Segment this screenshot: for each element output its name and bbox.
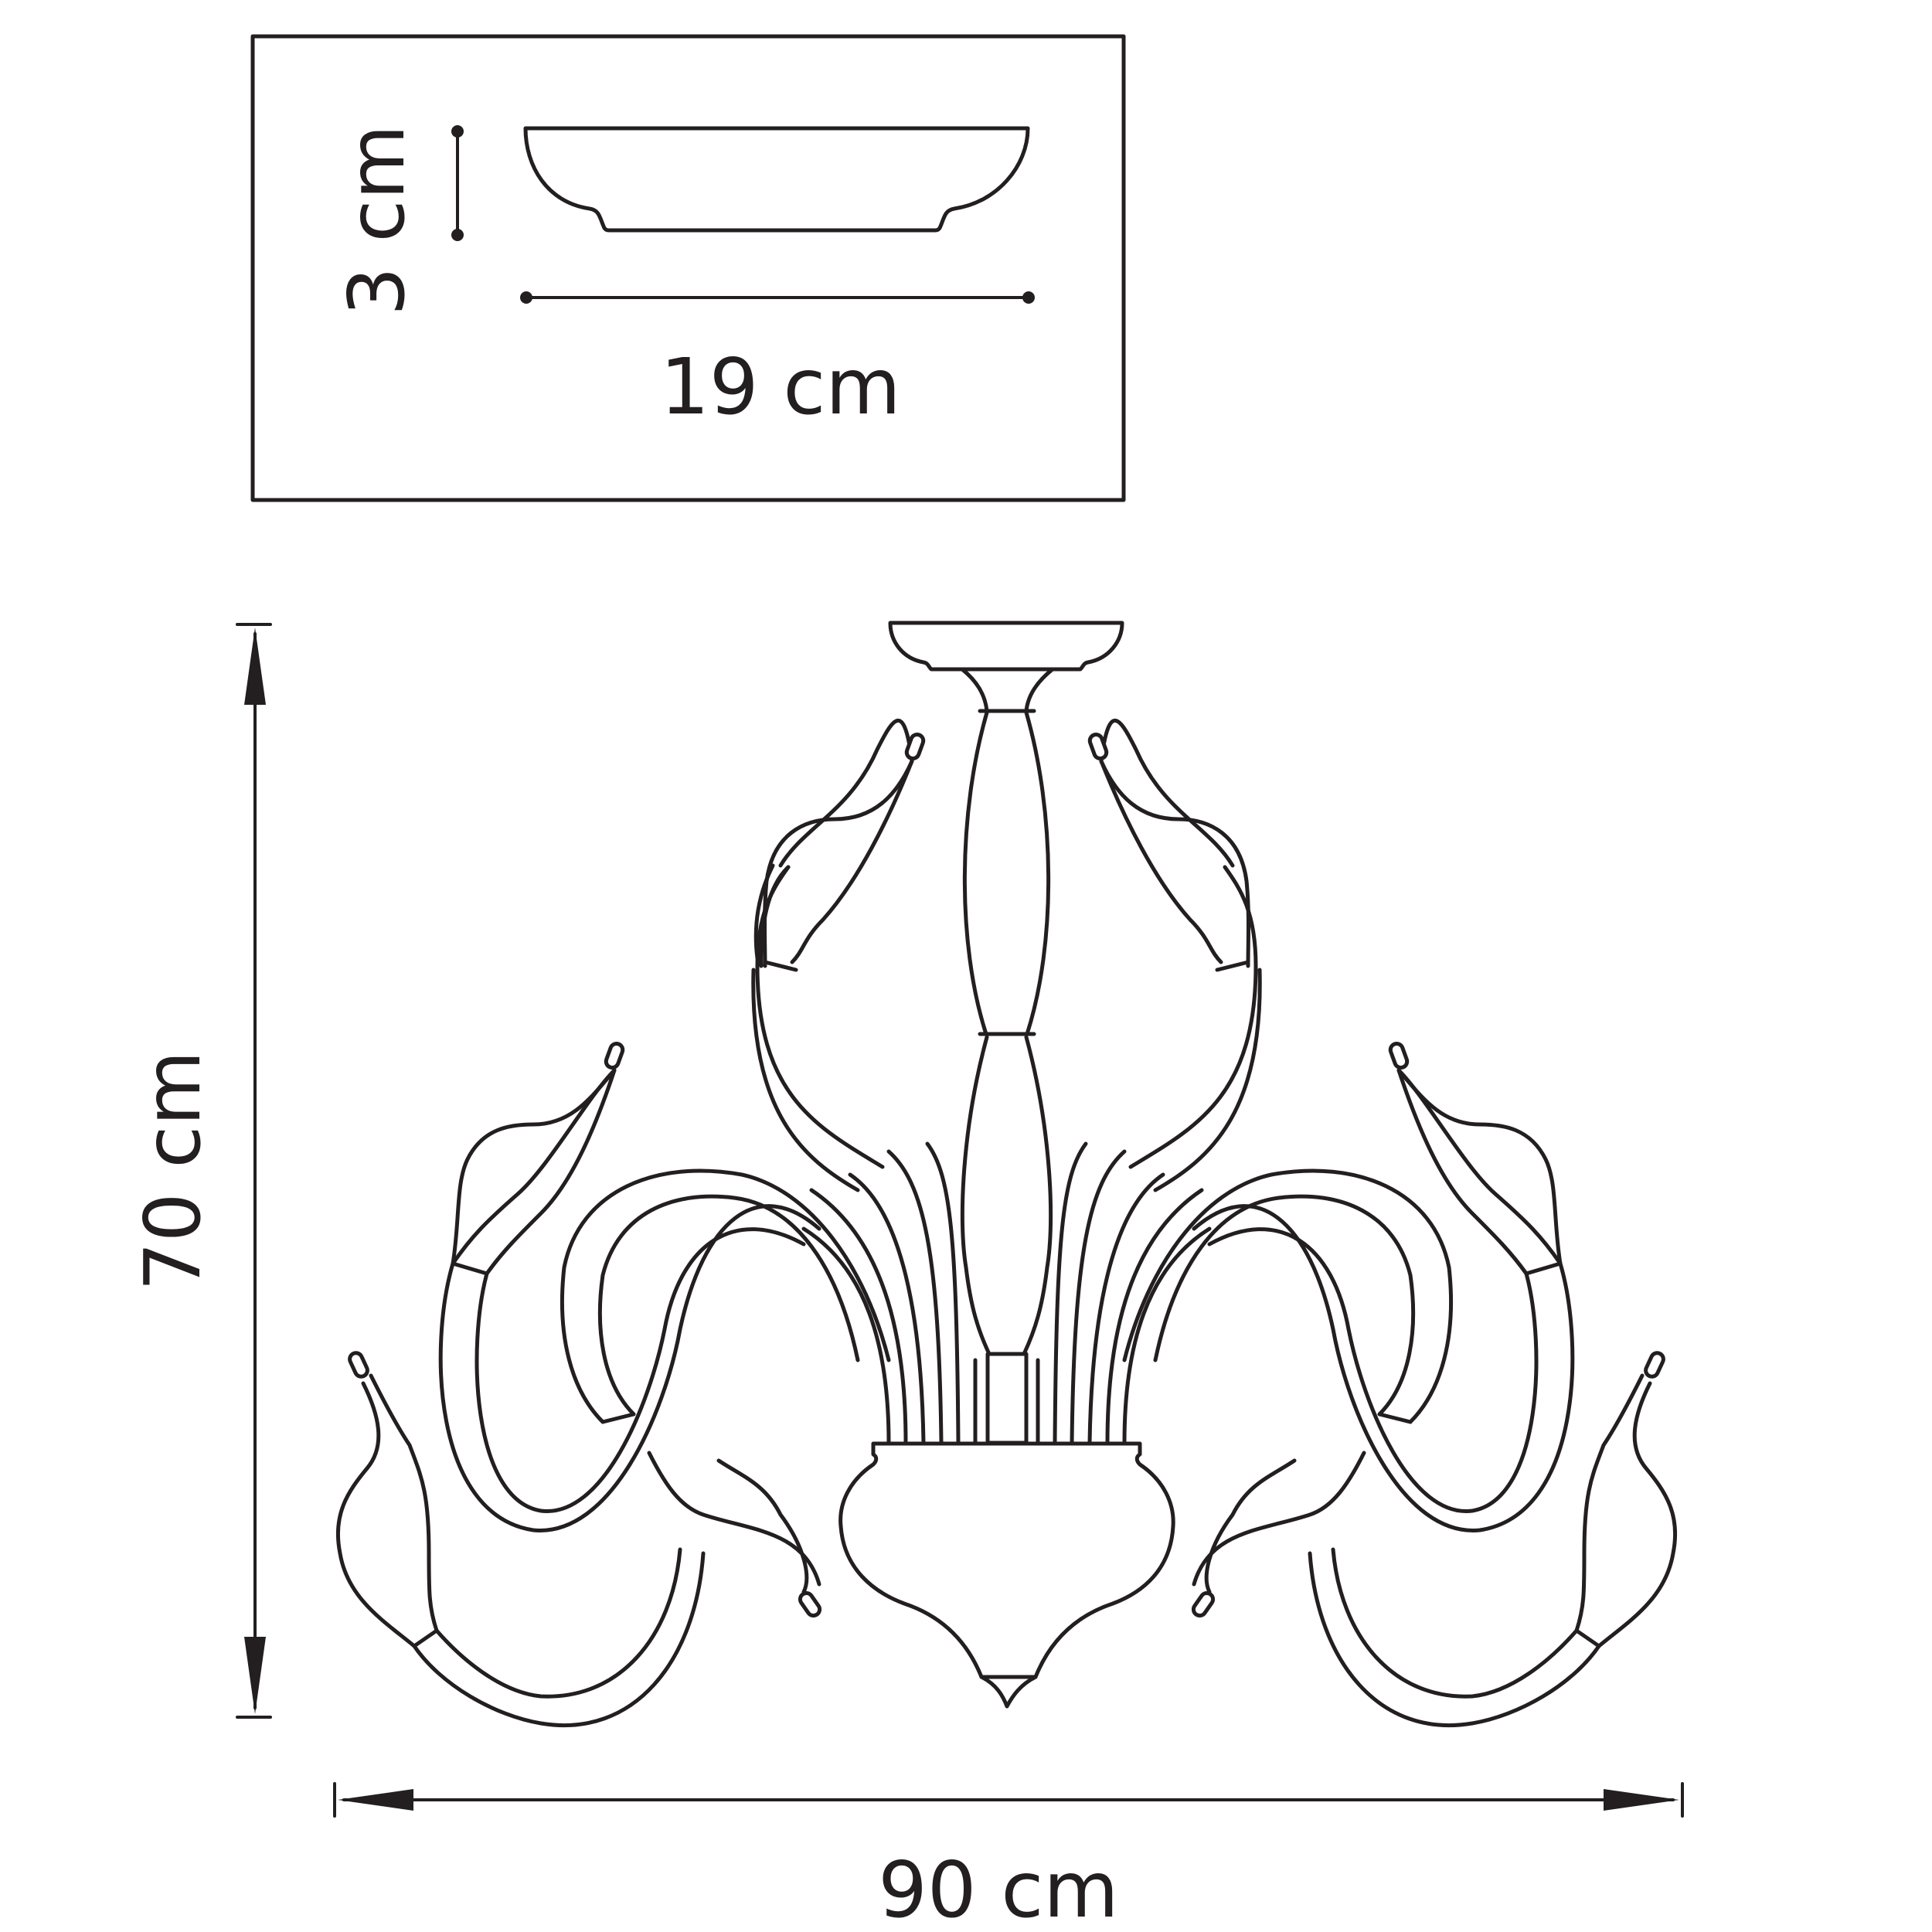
arm-right-lower <box>1308 1351 1678 1727</box>
arm-left-lower <box>335 1351 706 1727</box>
central-column <box>962 710 989 1036</box>
chandelier-drawing <box>335 621 1678 1727</box>
arm-left-middle <box>438 1041 821 1532</box>
canopy-height-label: 3 cm <box>332 124 422 316</box>
chandelier-body <box>838 1441 1175 1679</box>
arm-left-bowl-loop <box>560 1168 891 1618</box>
height-label: 70 cm <box>128 1050 218 1291</box>
detail-frame <box>250 34 1126 502</box>
height-dimension: 70 cm <box>128 623 272 1719</box>
arm-left-upper <box>751 719 926 1192</box>
canopy-width-label: 19 cm <box>660 342 900 432</box>
ceiling-canopy <box>888 621 1124 672</box>
canopy-width-dimension: 19 cm <box>520 291 1035 432</box>
arm-right-middle <box>1192 1041 1575 1532</box>
arm-right-bowl-loop <box>1122 1168 1453 1618</box>
canopy-profile <box>523 126 1030 233</box>
width-dimension: 90 cm <box>333 1782 1684 1932</box>
width-label: 90 cm <box>878 1845 1118 1932</box>
canopy-detail-box: 3 cm 19 cm <box>250 34 1126 502</box>
canopy-height-dimension: 3 cm <box>332 124 464 316</box>
arm-right-upper <box>1087 719 1262 1192</box>
